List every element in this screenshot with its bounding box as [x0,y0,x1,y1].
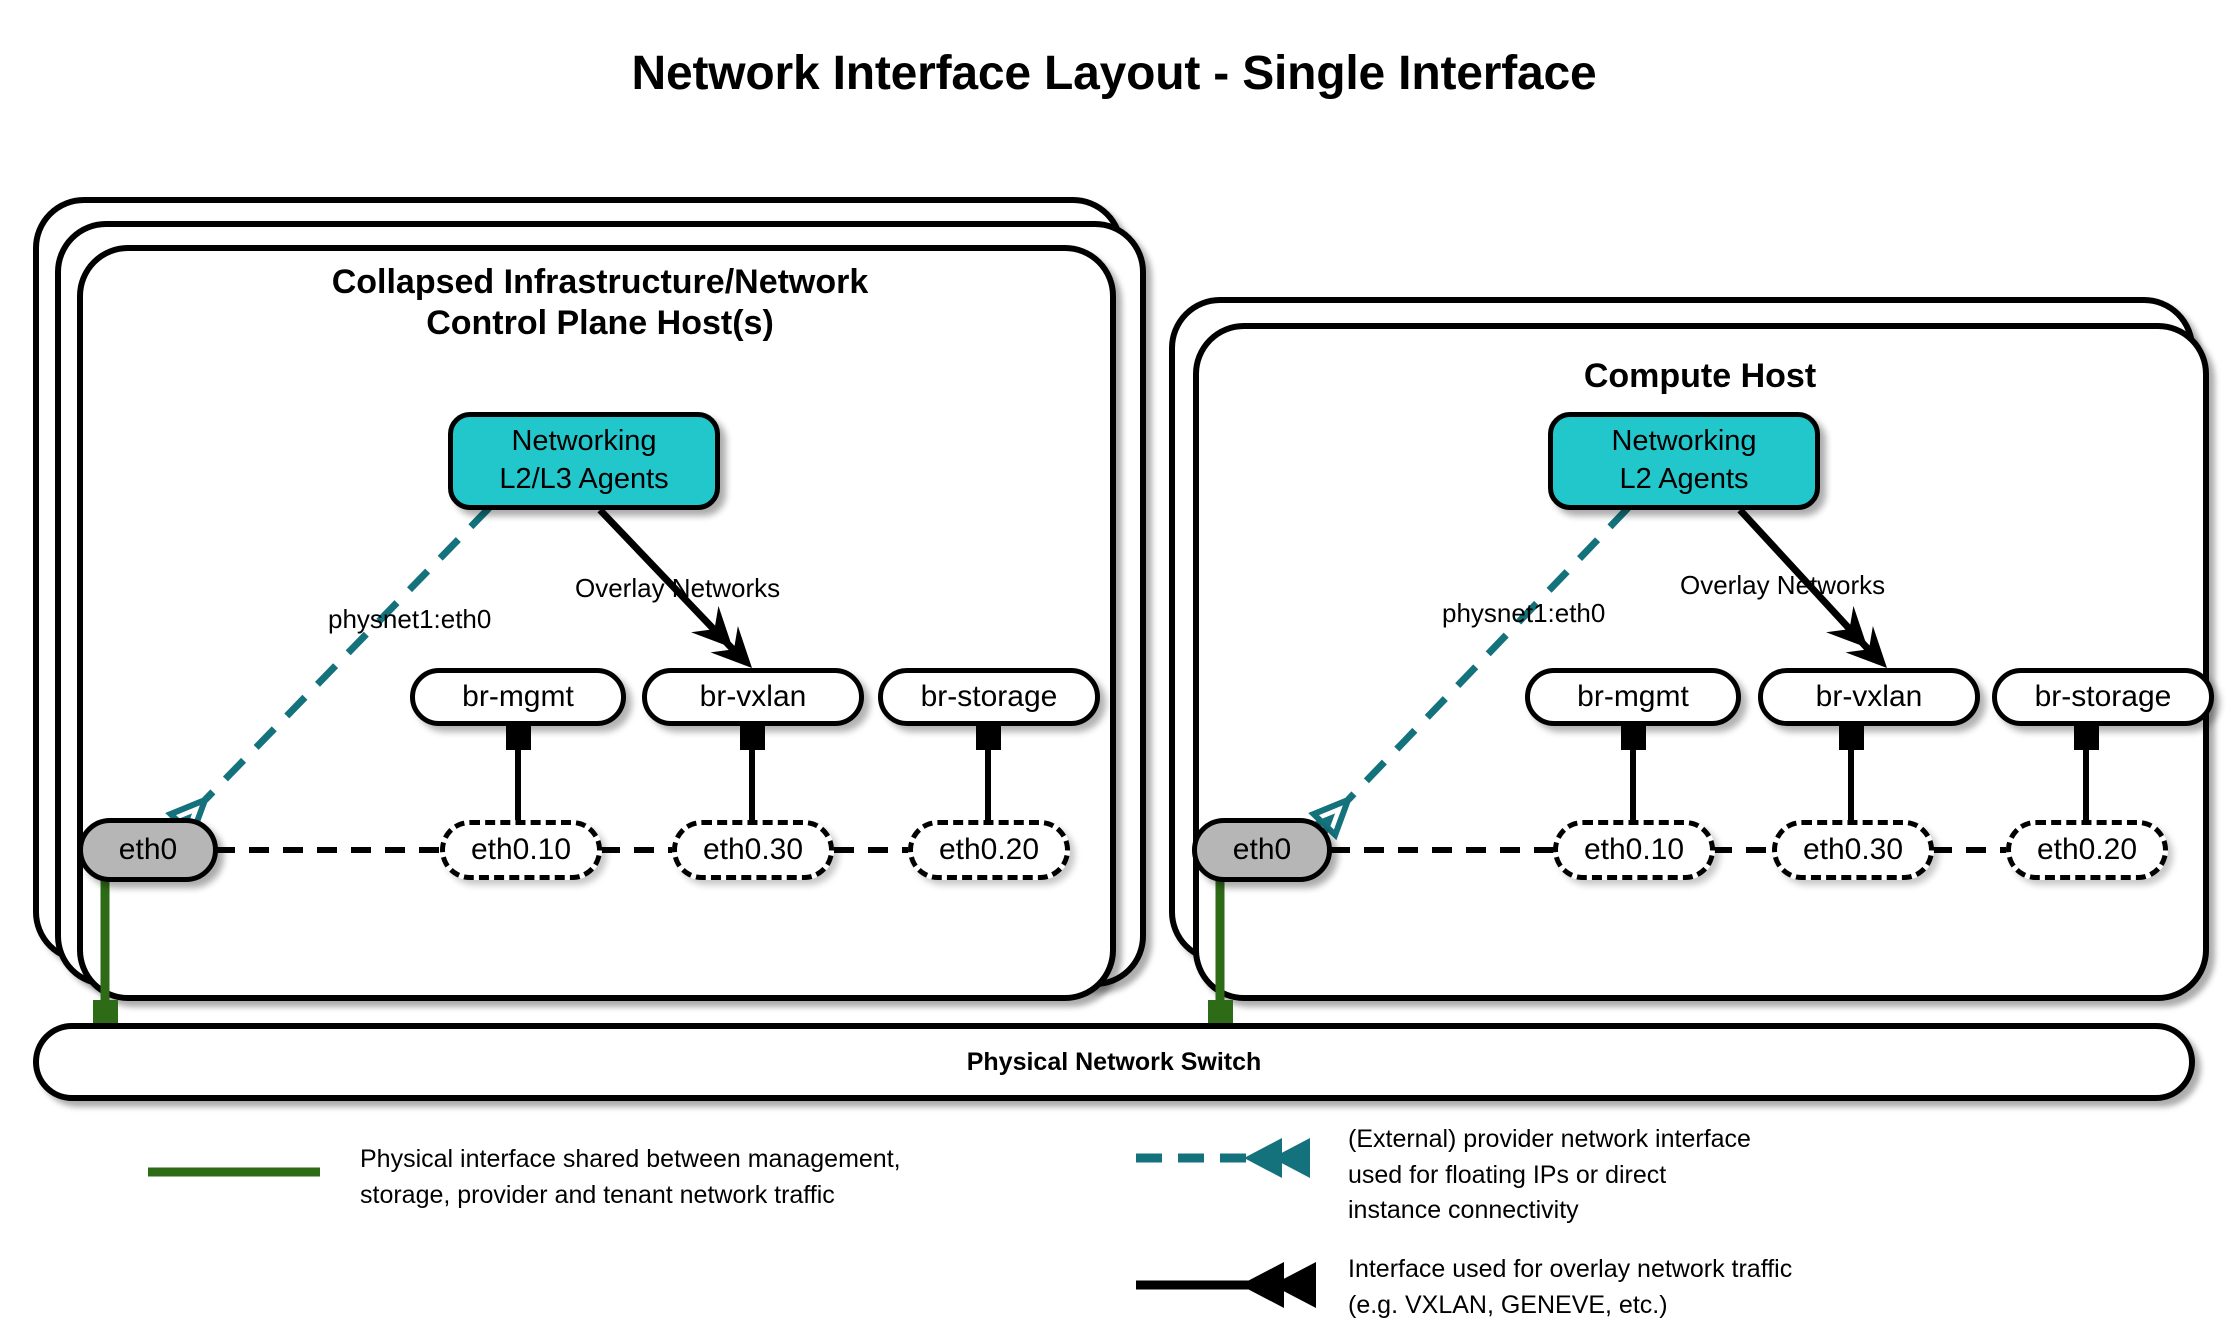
provider-dashed-line-control [202,505,492,803]
overlay-edge-label-compute: Overlay Networks [1680,570,1886,600]
bridge-node-br-storage-control[interactable]: br-storage [878,668,1100,726]
host-title-compute: Compute Host [1290,356,2110,397]
vlan-node-eth0-30-compute[interactable]: eth0.30 [1772,820,1934,880]
overlay-link-control [597,507,752,668]
vlan-node-eth0-30-control[interactable]: eth0.30 [672,820,834,880]
overlay-link-compute [1737,507,1887,668]
host-panel-stack-compute [1169,297,2209,1001]
legend-provider-text: (External) provider network interface us… [1348,1125,1751,1224]
agents-label-line2-compute: L2 Agents [1619,463,1749,495]
provider-edge-label-compute: physnet1:eth0 [1442,598,1606,628]
host-title-control: Collapsed Infrastructure/Network Control… [150,262,1050,345]
physical-network-switch-label: Physical Network Switch [966,1048,1262,1076]
physical-interface-node-compute[interactable]: eth0 [1192,818,1332,882]
legend-overlay-text: Interface used for overlay network traff… [1348,1255,1793,1319]
vlan-node-eth0-10-control[interactable]: eth0.10 [440,820,602,880]
host-title-control-line2: Control Plane Host(s) [426,304,774,343]
agents-label-line1-compute: Networking [1611,425,1757,458]
overlay-edge-label-control: Overlay Networks [575,573,781,603]
host-title-compute-line1: Compute Host [1583,357,1817,395]
networking-agents-node-control[interactable]: Networking L2/L3 Agents [448,412,720,510]
networking-agents-node-compute[interactable]: Networking L2 Agents [1548,412,1820,510]
physical-network-switch-bar[interactable] [33,1023,2195,1101]
provider-edge-label-control: physnet1:eth0 [328,604,492,634]
host-panel-compute-front[interactable] [1193,323,2209,1001]
vlan-node-eth0-20-control[interactable]: eth0.20 [908,820,1070,880]
page-title: Network Interface Layout - Single Interf… [631,47,1597,100]
legend-provider-arrow-icon [1136,1138,1310,1178]
legend-overlay-arrow-icon [1136,1262,1316,1308]
overlay-arrowhead-control [691,605,752,668]
agents-label-line1-control: Networking [511,425,657,458]
bridge-node-br-vxlan-control[interactable]: br-vxlan [642,668,864,726]
vlan-node-eth0-10-compute[interactable]: eth0.10 [1553,820,1715,880]
vlan-node-eth0-20-compute[interactable]: eth0.20 [2006,820,2168,880]
bridge-node-br-mgmt-control[interactable]: br-mgmt [410,668,626,726]
host-panel-stack-control [33,197,1146,1001]
physical-interface-node-control[interactable]: eth0 [78,818,218,882]
bridge-node-br-mgmt-compute[interactable]: br-mgmt [1525,668,1741,726]
provider-dashed-line-compute [1345,505,1631,803]
host-panel-control-front[interactable] [77,245,1116,1001]
bridge-port-links-control [506,718,1001,828]
bridge-node-br-vxlan-compute[interactable]: br-vxlan [1758,668,1980,726]
agents-label-line2-control: L2/L3 Agents [499,463,669,495]
bridge-node-br-storage-compute[interactable]: br-storage [1992,668,2214,726]
overlay-arrowhead-compute [1826,605,1887,668]
legend-physical-text: Physical interface shared between manage… [360,1145,901,1209]
host-title-control-line1: Collapsed Infrastructure/Network [331,263,869,301]
